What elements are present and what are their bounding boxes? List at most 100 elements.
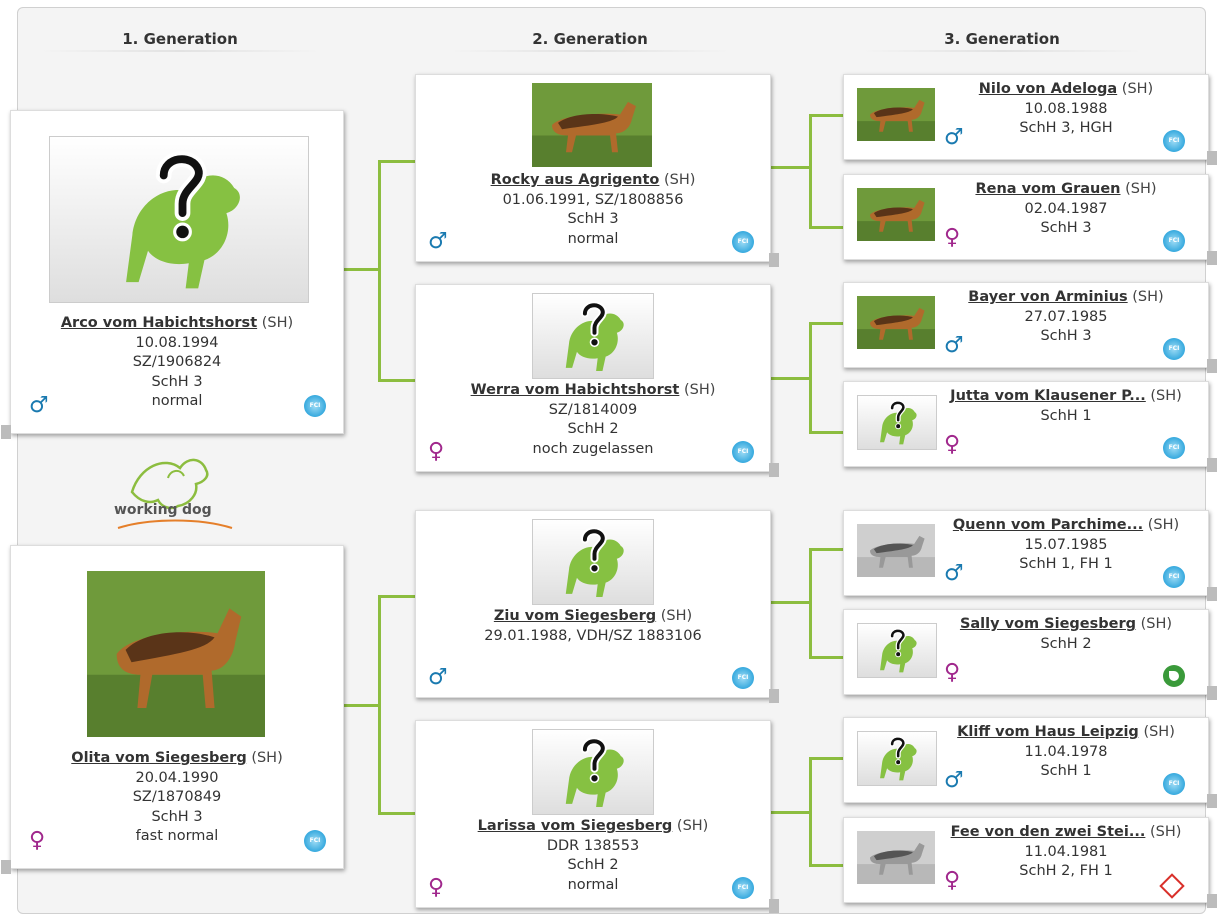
connector-line xyxy=(809,322,845,325)
dog-detail-line: SchH 2, FH 1 xyxy=(1019,863,1113,879)
dog-photo-frame[interactable] xyxy=(532,729,654,815)
dog-photo-frame[interactable] xyxy=(857,395,937,450)
dog-photo xyxy=(857,296,935,349)
dog-photo-frame[interactable] xyxy=(857,296,935,349)
card-fold xyxy=(769,689,779,703)
dog-card: Rocky aus Agrigento (SH) 01.06.1991, SZ/1… xyxy=(415,74,779,267)
dog-name-link[interactable]: Jutta vom Klausener P... xyxy=(950,388,1146,404)
connector-line xyxy=(809,757,845,760)
card-fold xyxy=(1,860,11,874)
dog-photo xyxy=(857,88,935,141)
female-icon: ♀ xyxy=(428,875,445,900)
female-icon: ♀ xyxy=(29,828,46,853)
fci-badge-icon[interactable]: FCI xyxy=(732,877,754,899)
dog-name-link[interactable]: Arco vom Habichtshorst xyxy=(60,315,258,331)
dog-detail-line: 01.06.1991, SZ/1808856 xyxy=(502,191,684,208)
dog-card: Jutta vom Klausener P... (SH)SchH 1♀FCI xyxy=(843,381,1217,472)
card-fold xyxy=(769,899,779,913)
dog-photo-frame[interactable] xyxy=(49,136,309,303)
generation-1-header: 1. Generation xyxy=(40,30,320,52)
dog-detail-line: SchH 3 xyxy=(567,211,619,227)
dog-photo-frame[interactable] xyxy=(857,188,935,241)
dog-photo-frame[interactable] xyxy=(857,88,935,141)
breed-code: (SH) xyxy=(664,172,696,188)
dog-name-link[interactable]: Rocky aus Agrigento xyxy=(490,172,660,188)
dog-name-link[interactable]: Fee von den zwei Stei... xyxy=(950,824,1146,840)
dog-detail-line: SchH 3, HGH xyxy=(1019,120,1113,136)
dog-detail-line: SchH 2 xyxy=(567,857,619,873)
dog-photo-frame[interactable] xyxy=(857,831,935,884)
fci-badge-icon[interactable]: FCI xyxy=(1163,130,1185,152)
dog-name-link[interactable]: Bayer von Arminius xyxy=(968,289,1128,305)
dog-name-link[interactable]: Olita vom Siegesberg xyxy=(71,750,247,766)
dog-detail-line: 11.04.1981 xyxy=(1024,843,1108,860)
female-icon: ♀ xyxy=(428,439,445,464)
dog-photo-frame[interactable] xyxy=(857,731,937,786)
dog-detail-line: SchH 3 xyxy=(151,373,203,390)
dog-name-link[interactable]: Kliff vom Haus Leipzig xyxy=(957,724,1139,740)
connector-line xyxy=(809,226,845,229)
dog-photo-frame[interactable] xyxy=(532,519,654,605)
male-icon: ♂ xyxy=(428,665,448,690)
dog-detail-line: normal xyxy=(567,876,619,893)
dog-photo-frame[interactable] xyxy=(532,293,654,379)
dog-info: Jutta vom Klausener P... (SH)SchH 1 xyxy=(940,387,1192,426)
dog-detail-line: 29.01.1988, VDH/SZ 1883106 xyxy=(484,627,702,644)
fci-badge-icon[interactable]: FCI xyxy=(1163,338,1185,360)
dog-name-link[interactable]: Sally vom Siegesberg xyxy=(959,616,1137,632)
dog-photo-frame[interactable] xyxy=(532,83,652,167)
dog-photo xyxy=(857,831,935,884)
fci-badge-icon[interactable]: FCI xyxy=(1163,230,1185,252)
breed-code: (SH) xyxy=(251,750,283,766)
dog-name-link[interactable]: Larissa vom Siegesberg xyxy=(477,818,673,834)
fci-badge-icon[interactable]: FCI xyxy=(304,830,326,852)
fci-badge-icon[interactable]: FCI xyxy=(732,231,754,253)
card-fold xyxy=(1207,359,1217,373)
dog-detail-line: SchH 3 xyxy=(1040,220,1092,236)
dog-name-link[interactable]: Quenn vom Parchime... xyxy=(952,517,1144,533)
dog-photo-frame[interactable] xyxy=(857,623,937,678)
dog-detail-line: SchH 3 xyxy=(1040,328,1092,344)
dog-photo xyxy=(87,571,265,737)
male-icon: ♂ xyxy=(944,333,964,358)
dog-detail-line: 10.08.1988 xyxy=(1024,100,1108,117)
dog-detail-line: SZ/1870849 xyxy=(132,789,222,805)
logo-text-working: working xyxy=(114,502,178,518)
dog-photo-frame[interactable] xyxy=(87,571,265,737)
dog-name-link[interactable]: Rena vom Grauen xyxy=(975,181,1121,197)
dog-name-link[interactable]: Ziu vom Siegesberg xyxy=(493,608,657,624)
connector-line xyxy=(809,656,845,659)
dog-photo-frame[interactable] xyxy=(857,524,935,577)
fci-badge-icon[interactable]: FCI xyxy=(1163,437,1185,459)
fci-badge-icon[interactable]: FCI xyxy=(732,667,754,689)
fci-badge-icon[interactable]: FCI xyxy=(304,395,326,417)
fci-badge-icon[interactable]: FCI xyxy=(1163,773,1185,795)
dog-name-link[interactable]: Werra vom Habichtshorst xyxy=(470,382,680,398)
connector-line xyxy=(770,377,810,380)
dog-detail-line: SchH 2 xyxy=(567,421,619,437)
card-fold xyxy=(1207,587,1217,601)
fci-badge-icon[interactable]: FCI xyxy=(1163,566,1185,588)
generation-2-header: 2. Generation xyxy=(450,30,730,52)
connector-line xyxy=(378,160,416,163)
dog-name-link[interactable]: Nilo von Adeloga xyxy=(978,81,1118,97)
breed-code: (SH) xyxy=(1149,824,1182,840)
unknown-dog-icon xyxy=(879,400,917,445)
fci-badge-icon[interactable]: FCI xyxy=(732,441,754,463)
dog-detail-line: SchH 1 xyxy=(1040,763,1092,779)
dog-detail-line: 02.04.1987 xyxy=(1024,200,1108,217)
green-club-badge-icon[interactable] xyxy=(1163,665,1185,687)
